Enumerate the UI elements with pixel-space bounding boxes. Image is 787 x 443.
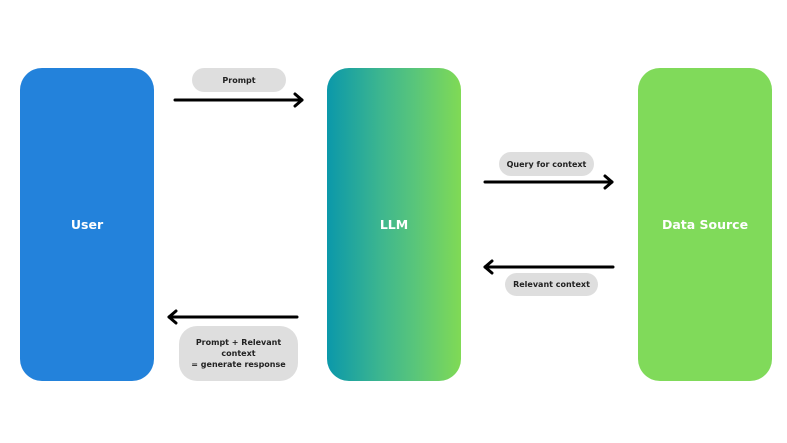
relevant-context-label-text: Relevant context [513, 280, 590, 289]
data-source-node-label: Data Source [661, 217, 749, 232]
prompt-edge-label: Prompt [192, 68, 286, 92]
arrow-data-source-to-llm [483, 259, 615, 275]
arrow-llm-to-data-source [483, 174, 614, 190]
prompt-label-text: Prompt [222, 75, 256, 85]
generate-response-edge-label: Prompt + Relevant context = generate res… [179, 326, 298, 381]
llm-node-label: LLM [379, 217, 409, 232]
relevant-context-edge-label: Relevant context [505, 273, 598, 296]
arrow-user-to-llm [173, 92, 304, 108]
generate-response-label-line2: = generate response [191, 360, 286, 369]
generate-response-label-line1: Prompt + Relevant context [195, 338, 282, 358]
query-edge-label: Query for context [499, 152, 594, 176]
llm-node: LLM [327, 68, 461, 381]
arrow-llm-to-user [167, 309, 299, 325]
user-node: User [20, 68, 154, 381]
query-label-text: Query for context [506, 159, 587, 169]
data-source-node: Data Source [638, 68, 772, 381]
user-node-label: User [70, 217, 104, 232]
